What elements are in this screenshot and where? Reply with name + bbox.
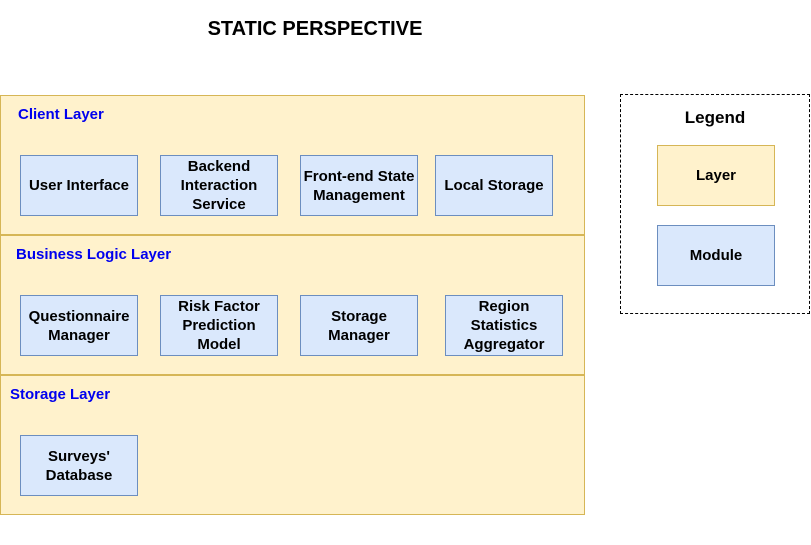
module-questionnaire-manager: Questionnaire Manager bbox=[20, 295, 138, 356]
module-risk-factor-prediction-model: Risk Factor Prediction Model bbox=[160, 295, 278, 356]
module-user-interface: User Interface bbox=[20, 155, 138, 216]
module-region-statistics-aggregator: Region Statistics Aggregator bbox=[445, 295, 563, 356]
module-surveys-database: Surveys' Database bbox=[20, 435, 138, 496]
module-frontend-state-management: Front-end State Management bbox=[300, 155, 418, 216]
layer-storage: Storage Layer Surveys' Database bbox=[0, 375, 585, 515]
module-local-storage: Local Storage bbox=[435, 155, 553, 216]
layer-business-logic: Business Logic Layer Questionnaire Manag… bbox=[0, 235, 585, 375]
module-backend-interaction-service: Backend Interaction Service bbox=[160, 155, 278, 216]
layer-label-business-logic: Business Logic Layer bbox=[16, 246, 172, 263]
layer-label-storage: Storage Layer bbox=[10, 386, 111, 403]
legend: Legend Layer Module bbox=[620, 94, 810, 314]
module-storage-manager: Storage Manager bbox=[300, 295, 418, 356]
legend-title: Legend bbox=[684, 108, 746, 127]
diagram-title: STATIC PERSPECTIVE bbox=[207, 18, 423, 40]
layer-client: Client Layer User Interface Backend Inte… bbox=[0, 95, 585, 235]
legend-module-swatch: Module bbox=[657, 225, 775, 286]
layer-label-client: Client Layer bbox=[18, 106, 104, 123]
legend-layer-swatch: Layer bbox=[657, 145, 775, 206]
